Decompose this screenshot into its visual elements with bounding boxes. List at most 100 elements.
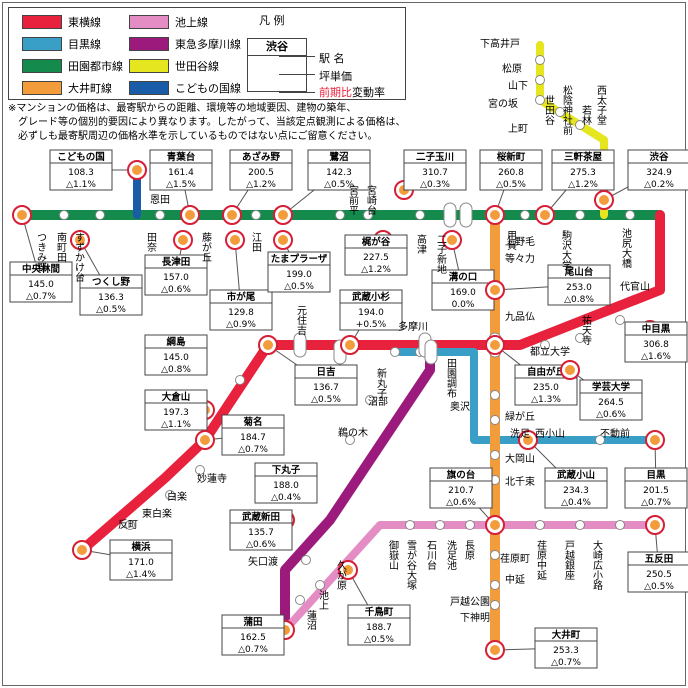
station-label: 戸越銀座	[563, 540, 575, 580]
station-change: △0.6%	[161, 285, 191, 295]
station-name: 五反田	[645, 553, 674, 565]
station-marker-core	[490, 285, 500, 295]
station-label: 石川台	[425, 540, 437, 571]
station-price: 136.7	[313, 383, 339, 393]
station-name: 武蔵新田	[242, 511, 280, 523]
station-name: 溝の口	[449, 271, 478, 283]
station-change: 0.0%	[452, 300, 475, 310]
station-dot	[540, 340, 550, 350]
legend: 東横線目黒線田園都市線大井町線池上線東急多摩川線世田谷線こどもの国線凡 例渋谷駅…	[8, 7, 406, 100]
station-label: 白楽	[167, 490, 187, 503]
station-dot	[535, 55, 545, 65]
station-name: 鷺沼	[329, 151, 348, 163]
legend-item-meguro: 目黒線	[22, 36, 101, 52]
station-label: 洗足	[510, 428, 530, 440]
price-box	[229, 509, 293, 551]
station-label: 不動前	[600, 427, 630, 440]
station-marker-core	[75, 235, 85, 245]
station-marker-core	[447, 235, 457, 245]
station-price: 199.0	[286, 270, 312, 280]
station-name: 武蔵小山	[557, 469, 595, 481]
station-dot	[295, 595, 305, 605]
legend-key-station: 渋谷	[248, 39, 306, 56]
station-dot	[615, 315, 625, 325]
station-change: △0.5%	[324, 180, 354, 190]
station-marker-core	[343, 565, 353, 575]
price-box	[144, 334, 208, 376]
price-box	[79, 274, 143, 316]
station-label: 代官山	[620, 280, 650, 293]
station-price: 253.0	[566, 283, 592, 293]
station-name: 目黒	[646, 470, 666, 481]
station-name: 渋谷	[649, 151, 669, 163]
price-box	[209, 289, 273, 331]
legend-label: こどもの国線	[175, 82, 241, 95]
station-change: △0.8%	[161, 365, 191, 375]
station-dot	[490, 550, 500, 560]
station-dot	[535, 520, 545, 530]
station-label: 用賀	[505, 230, 517, 251]
price-box	[144, 389, 208, 431]
transfer-marker	[443, 202, 457, 228]
station-dot	[465, 520, 475, 530]
station-label: 南町田	[55, 231, 67, 262]
station-name: 旗の台	[447, 469, 476, 481]
station-price: 260.8	[498, 168, 524, 178]
station-name: こどもの国	[57, 151, 105, 163]
station-marker-core	[77, 545, 87, 555]
station-marker-core	[490, 340, 500, 350]
station-change: △1.3%	[531, 395, 561, 405]
station-label: 田奈	[145, 232, 157, 252]
legend-label: 目黒線	[68, 38, 101, 51]
station-price: 234.3	[563, 486, 589, 496]
station-change: △0.5%	[284, 282, 314, 292]
station-change: △0.7%	[26, 292, 56, 302]
station-dot	[575, 120, 585, 130]
station-name: 千鳥町	[365, 606, 394, 618]
station-marker-core	[230, 235, 240, 245]
station-change: △0.7%	[238, 645, 268, 655]
station-label: 二子新地	[435, 234, 447, 274]
price-box	[344, 234, 408, 276]
station-dot	[535, 95, 545, 105]
price-box	[627, 149, 688, 191]
station-name: たまプラーザ	[271, 253, 328, 265]
station-label: 等々力	[505, 252, 535, 265]
station-12: たまプラーザ 199.0 △0.5%	[267, 230, 331, 293]
station-price: 194.0	[358, 308, 384, 318]
station-label: 高津	[415, 233, 427, 255]
price-box	[221, 614, 285, 656]
station-change: △1.1%	[66, 180, 96, 190]
station-label: 田園調布	[445, 358, 457, 399]
legend-item-oimachi: 大井町線	[22, 80, 112, 96]
station-name: 長津田	[162, 256, 191, 268]
legend-swatch	[22, 81, 62, 95]
station-dot	[59, 210, 69, 220]
station-label: 九品仏	[505, 311, 535, 323]
transfer-marker	[424, 339, 438, 365]
station-name: 二子玉川	[416, 152, 454, 163]
legend-label: 池上線	[175, 16, 208, 29]
station-marker-core	[132, 165, 142, 175]
station-label: つきみ野	[35, 232, 47, 272]
legend-key-leader	[279, 74, 315, 75]
station-dot	[490, 415, 500, 425]
station-label: 荏原中延	[535, 540, 547, 581]
station-marker-core	[650, 520, 660, 530]
station-marker-core	[263, 340, 273, 350]
note-line: 必ずしも最寄駅周辺の価格水準を示しているものではない点にご留意ください。	[8, 131, 378, 142]
station-change: △0.5%	[644, 582, 674, 592]
station-dot	[575, 520, 585, 530]
price-box	[579, 379, 643, 421]
price-box	[403, 149, 467, 191]
station-label: 江田	[250, 232, 262, 252]
station-change: △0.3%	[420, 180, 450, 190]
